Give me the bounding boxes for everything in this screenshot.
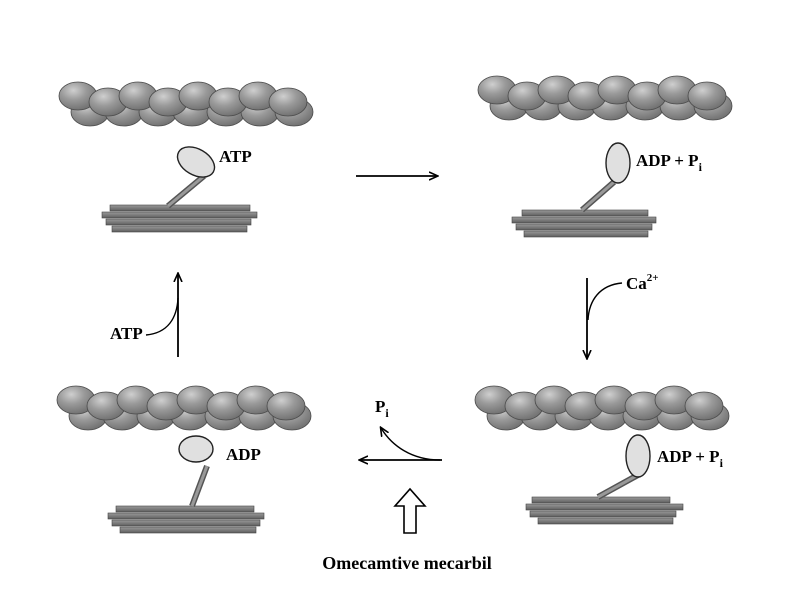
drug-target-arrow (393, 487, 427, 534)
atp-in-label: ATP (110, 324, 143, 343)
myosin-thick-filament (107, 505, 265, 534)
state-top-right: ADP + Pi (477, 75, 733, 238)
actin-monomer (684, 391, 724, 421)
phosphate-release-curve (381, 428, 441, 461)
state-label-adp-pi: ADP + Pi (657, 447, 724, 470)
myosin-head (178, 435, 214, 463)
drug-label: Omecamtive mecarbil (322, 553, 491, 573)
actin-filament (474, 385, 730, 431)
actin-filament (477, 75, 733, 121)
calcium-binding-curve (587, 282, 623, 321)
state-bottom-right: ADP + Pi (474, 385, 730, 525)
calcium-label: Ca2+ (626, 272, 659, 293)
state-label-adp-pi: ADP + Pi (636, 151, 703, 174)
myosin-head (625, 434, 651, 478)
phosphate-label: Pi (375, 397, 389, 420)
actin-monomer (268, 87, 308, 117)
actin-filament (58, 81, 314, 127)
myosin-head (605, 142, 631, 184)
state-label-atp: ATP (219, 147, 252, 166)
myosin-thick-filament (525, 496, 684, 525)
state-top-left: ATP (58, 81, 314, 233)
atp-binding-curve (145, 297, 179, 336)
myosin-thick-filament (511, 209, 657, 238)
actin-monomer (687, 81, 727, 111)
myosin-head (176, 146, 216, 178)
actin-monomer (266, 391, 306, 421)
myosin-thick-filament (101, 204, 258, 233)
state-bottom-left: ADP (56, 385, 312, 534)
actin-filament (56, 385, 312, 431)
state-label-adp: ADP (226, 445, 261, 464)
